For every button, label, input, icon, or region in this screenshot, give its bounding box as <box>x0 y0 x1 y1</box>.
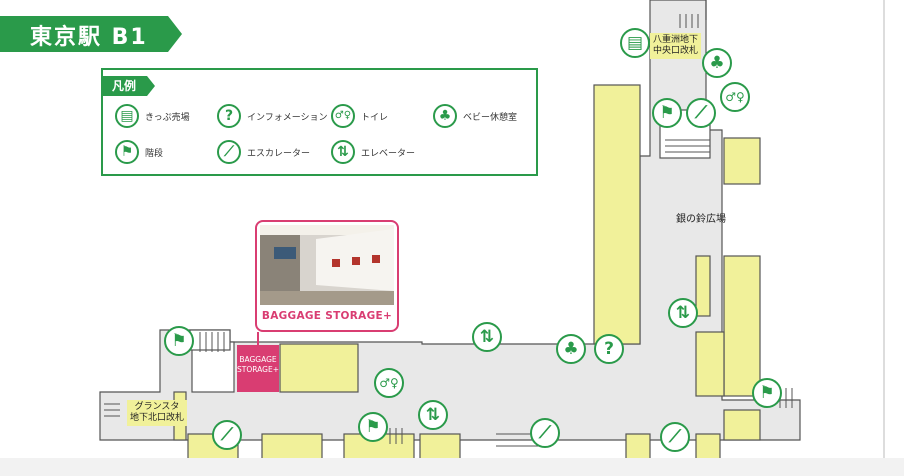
map-stairs[interactable]: ⚑ <box>164 326 194 356</box>
escalator-icon: ⟋ <box>217 140 241 164</box>
stairs-icon: ⚑ <box>115 140 139 164</box>
legend-label: トイレ <box>361 112 389 123</box>
map-stairs[interactable]: ⚑ <box>358 412 388 442</box>
shop-block <box>279 343 359 393</box>
map-escalator[interactable]: ⟋ <box>660 422 690 452</box>
legend-item-escalator: ⟋ エスカレーター <box>217 140 310 164</box>
ticket-machine-icon: ▤ <box>620 28 650 58</box>
legend-label: 階段 <box>145 148 164 159</box>
bottom-band <box>0 458 904 476</box>
baggage-storage-title: BAGGAGE STORAGE+ <box>261 310 393 322</box>
stairs-icon: ⚑ <box>164 326 194 356</box>
map-elevator[interactable]: ⇅ <box>418 400 448 430</box>
baby-room-icon: ♣ <box>702 48 732 78</box>
escalator-icon: ⟋ <box>686 98 716 128</box>
map-escalator[interactable]: ⟋ <box>530 418 560 448</box>
area-label-gin-no-suzu: 銀の鈴広場 <box>676 214 726 225</box>
legend-title: 凡例 <box>112 79 137 93</box>
baby-room-icon: ♣ <box>556 334 586 364</box>
map-baby-room[interactable]: ♣ <box>556 334 586 364</box>
map-title: 東京駅 B1 <box>30 25 148 50</box>
map-baby-room[interactable]: ♣ <box>702 48 732 78</box>
elevator-icon: ⇅ <box>418 400 448 430</box>
legend-item-toilet: ♂♀ トイレ <box>331 104 388 128</box>
legend: 凡例 ▤ きっぷ売場 ? インフォメーション ♂♀ トイレ ♣ ベビー休憩室 ⚑… <box>101 68 538 176</box>
map-ticket-machine[interactable]: ▤ <box>620 28 650 58</box>
legend-item-ticket: ▤ きっぷ売場 <box>115 104 190 128</box>
escalator-icon: ⟋ <box>530 418 560 448</box>
information-icon: ? <box>217 104 241 128</box>
legend-item-baby: ♣ ベビー休憩室 <box>433 104 517 128</box>
ticket-machine-icon: ▤ <box>115 104 139 128</box>
elevator-icon: ⇅ <box>668 298 698 328</box>
toilet-icon: ♂♀ <box>720 82 750 112</box>
legend-item-elevator: ⇅ エレベーター <box>331 140 415 164</box>
information-icon: ? <box>594 334 624 364</box>
stairs-icon: ⚑ <box>752 378 782 408</box>
stairs-icon: ⚑ <box>358 412 388 442</box>
toilet-icon: ♂♀ <box>374 368 404 398</box>
map-toilet[interactable]: ♂♀ <box>720 82 750 112</box>
map-elevator[interactable]: ⇅ <box>472 322 502 352</box>
legend-label: ベビー休憩室 <box>463 112 518 123</box>
map-information[interactable]: ? <box>594 334 624 364</box>
elevator-icon: ⇅ <box>331 140 355 164</box>
shop-block <box>723 255 761 397</box>
map-stairs[interactable]: ⚑ <box>752 378 782 408</box>
shop-block <box>723 137 761 185</box>
toilet-icon: ♂♀ <box>331 104 355 128</box>
shop-block <box>593 84 641 345</box>
map-toilet[interactable]: ♂♀ <box>374 368 404 398</box>
legend-item-info: ? インフォメーション <box>217 104 328 128</box>
baggage-storage-marker-label: BAGGAGE STORAGE+ <box>237 355 279 374</box>
map-escalator[interactable]: ⟋ <box>686 98 716 128</box>
map-escalator[interactable]: ⟋ <box>212 420 242 450</box>
gate-label-yaesu: 八重洲地下 中央口改札 <box>650 33 702 59</box>
baggage-storage-card[interactable]: BAGGAGE STORAGE+ <box>255 220 399 332</box>
baggage-storage-photo <box>260 225 394 305</box>
map-elevator[interactable]: ⇅ <box>668 298 698 328</box>
legend-label: きっぷ売場 <box>145 112 190 123</box>
escalator-icon: ⟋ <box>660 422 690 452</box>
legend-item-stairs: ⚑ 階段 <box>115 140 163 164</box>
shop-block <box>695 255 711 317</box>
legend-label: インフォメーション <box>247 112 328 123</box>
escalator-icon: ⟋ <box>212 420 242 450</box>
shop-block <box>723 409 761 441</box>
legend-label: エレベーター <box>361 148 416 159</box>
shop-block <box>695 331 725 397</box>
stairs-icon: ⚑ <box>652 98 682 128</box>
title-tag-shape <box>0 16 182 52</box>
baggage-storage-marker[interactable] <box>237 345 279 392</box>
baby-room-icon: ♣ <box>433 104 457 128</box>
legend-header-shape <box>103 76 155 96</box>
gate-label-gransta: グランスタ 地下北口改札 <box>127 400 188 426</box>
elevator-icon: ⇅ <box>472 322 502 352</box>
legend-label: エスカレーター <box>247 148 311 159</box>
map-stairs[interactable]: ⚑ <box>652 98 682 128</box>
